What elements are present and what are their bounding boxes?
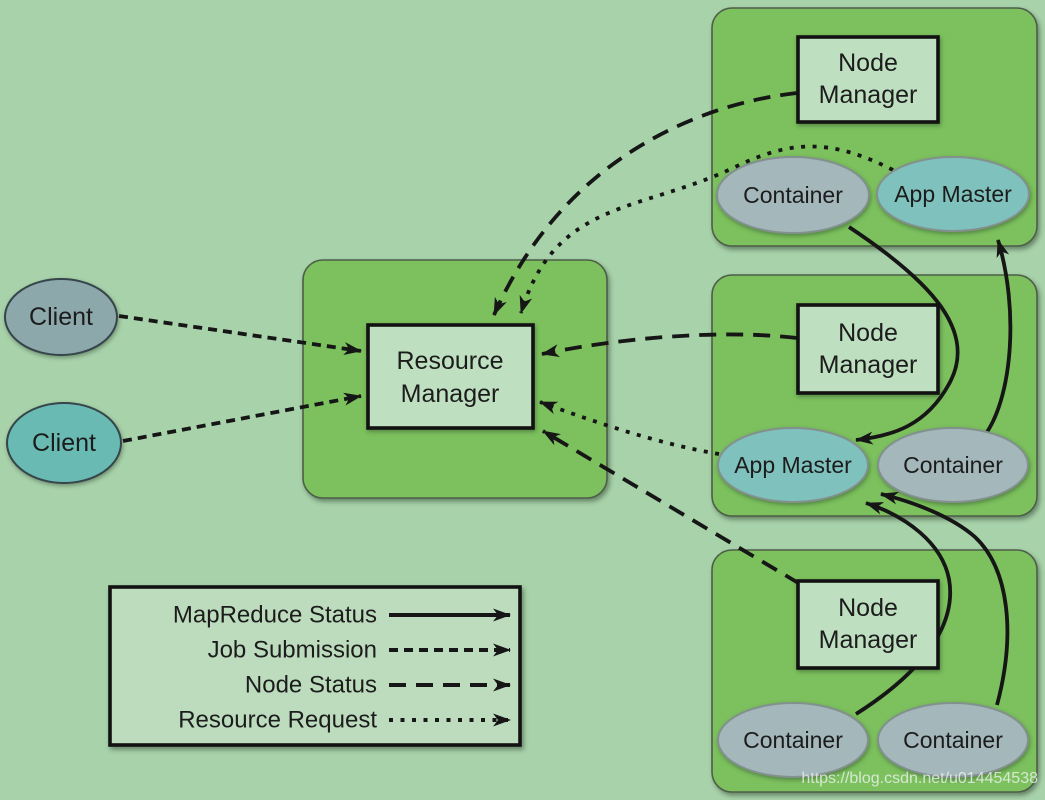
client-ellipse [4, 278, 118, 356]
client-ellipse [6, 402, 122, 484]
node-manager-3: Node Manager [796, 579, 940, 670]
arrow-node-status-nm3-to-rm [542, 429, 801, 586]
client-label: Client [32, 429, 96, 457]
arrow-job-submission-client1-to-rm [118, 314, 362, 355]
arrow-layer [118, 91, 1013, 716]
arrow-node-status-nm1-to-rm [492, 91, 798, 316]
arrow-resource-request-am1-to-rm [519, 144, 894, 314]
resource-manager-node: Resource Manager [366, 323, 535, 430]
arrow-mapreduce-container1-to-am2 [847, 225, 960, 445]
container-label: Container [903, 452, 1003, 478]
container-ellipse [877, 702, 1029, 778]
node-manager-1: Node Manager [796, 35, 940, 124]
node-manager-box [796, 35, 940, 124]
container-ellipse-group1: Container [716, 156, 870, 234]
container-ellipse [716, 156, 870, 234]
legend: MapReduce Status Job Submission Node Sta… [108, 585, 522, 747]
resource-manager-label-line2: Manager [401, 380, 500, 408]
client-node-2: Client [6, 402, 122, 484]
container-ellipse [877, 427, 1029, 503]
legend-label-node-status: Node Status [245, 672, 377, 699]
arrow-mapreduce-container2-to-am1 [985, 239, 1013, 434]
container-label: Container [903, 727, 1003, 753]
container-ellipse-group3-left: Container [717, 702, 869, 778]
container-label: Container [743, 727, 843, 753]
node-manager-label-line2: Manager [819, 351, 918, 379]
resource-manager-box [366, 323, 535, 430]
resource-manager-label-line1: Resource [397, 347, 504, 375]
container-ellipse-group2: Container [877, 427, 1029, 503]
arrow-node-status-nm2-to-rm [541, 332, 798, 357]
app-master-ellipse [717, 427, 869, 503]
legend-label-resource-request: Resource Request [178, 707, 377, 734]
node-manager-label-line2: Manager [819, 626, 918, 654]
app-master-ellipse-group2: App Master [717, 427, 869, 503]
arrow-mapreduce-container3a-to-am2 [854, 501, 952, 716]
legend-label-mapreduce-status: MapReduce Status [173, 602, 377, 629]
node-manager-label-line1: Node [838, 49, 898, 77]
node-manager-box [796, 579, 940, 670]
node-manager-label-line2: Manager [819, 81, 918, 109]
container-label: Container [743, 182, 843, 208]
app-master-label: App Master [734, 452, 852, 478]
node-manager-box [796, 303, 940, 395]
arrow-resource-request-am2-to-rm [539, 400, 720, 456]
app-master-ellipse-group1: App Master [876, 156, 1030, 232]
container-ellipse [717, 702, 869, 778]
arrow-job-submission-client2-to-rm [122, 392, 362, 443]
legend-label-job-submission: Job Submission [208, 637, 377, 664]
arrow-mapreduce-container3b-to-am2 [880, 491, 1010, 706]
client-label: Client [29, 303, 93, 331]
client-node-1: Client [4, 278, 118, 356]
node-manager-label-line1: Node [838, 594, 898, 622]
app-master-ellipse [876, 156, 1030, 232]
container-ellipse-group3-right: Container [877, 702, 1029, 778]
node-manager-2: Node Manager [796, 303, 940, 395]
app-master-label: App Master [894, 181, 1012, 207]
node-manager-label-line1: Node [838, 319, 898, 347]
watermark-text: https://blog.csdn.net/u014454538 [801, 770, 1038, 787]
